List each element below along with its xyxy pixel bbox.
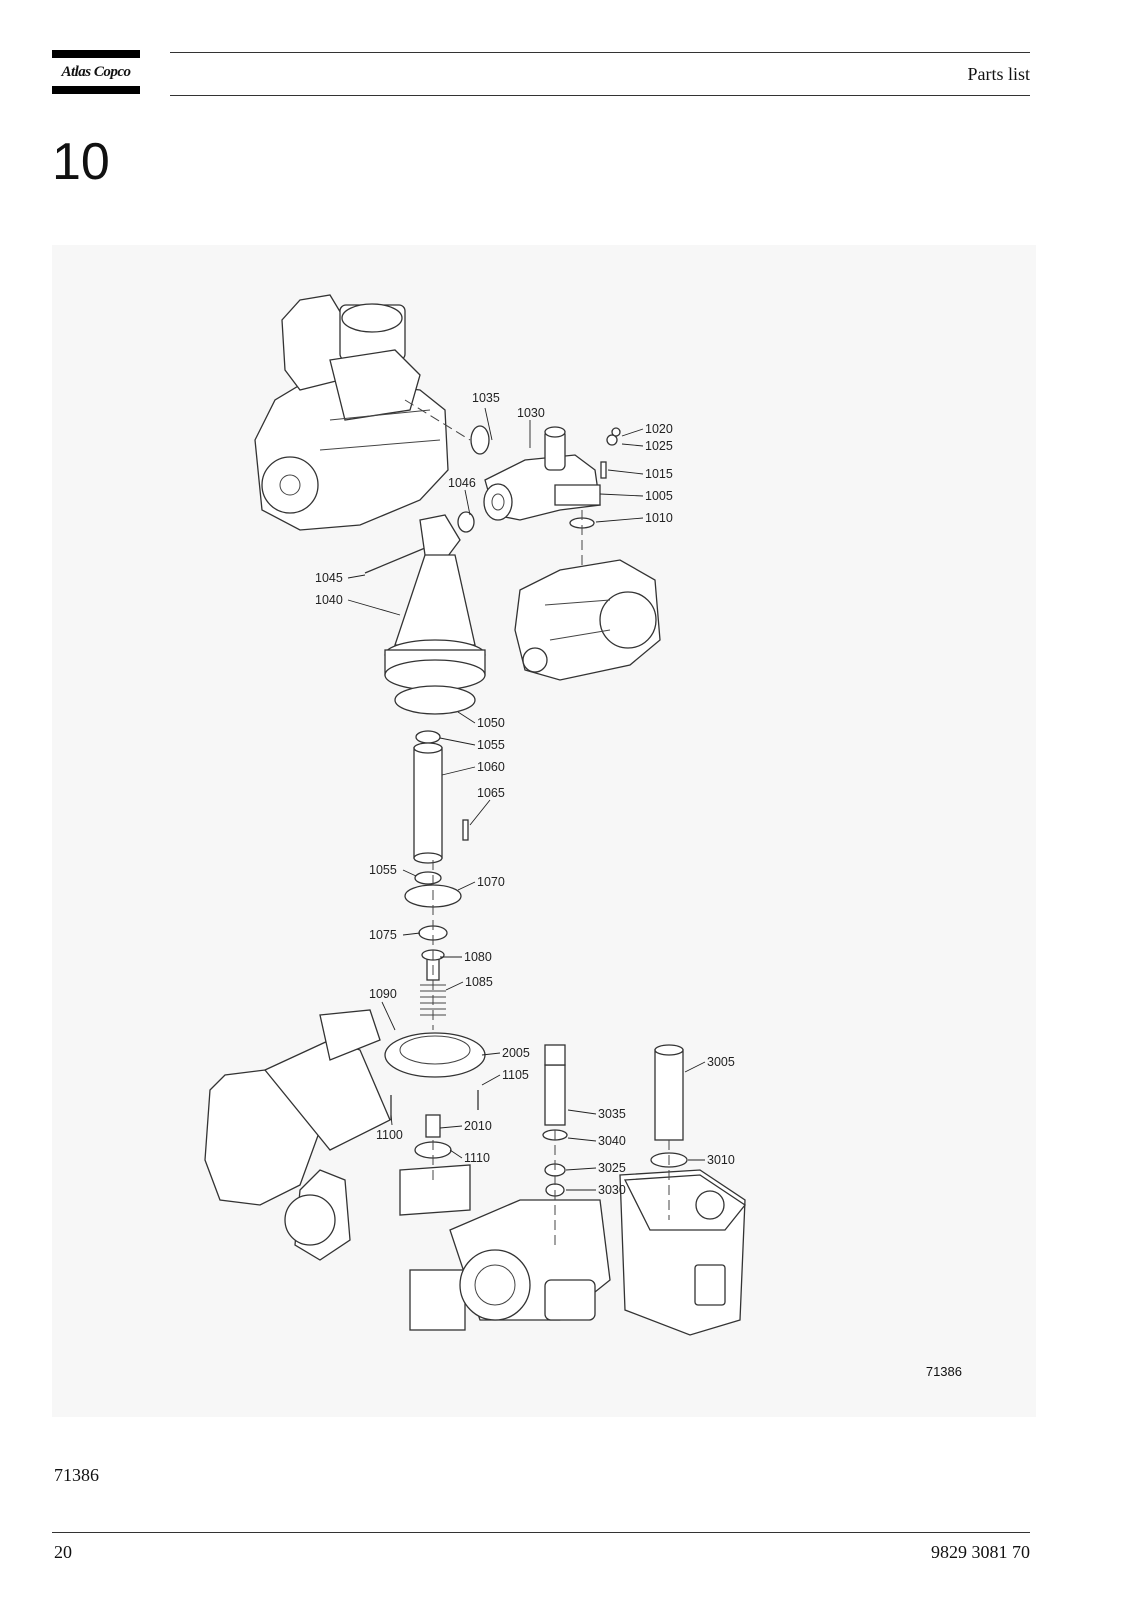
logo-bar-top (52, 50, 140, 58)
figure-image-number: 71386 (925, 1364, 962, 1379)
callout-1060: 1060 (477, 760, 505, 774)
exploded-parts-drawing: 1035 1030 1020 1025 1015 1005 1010 1046 … (52, 245, 1036, 1417)
callout-3010: 3010 (707, 1153, 735, 1167)
logo-wordmark: Atlas Copco (61, 64, 131, 80)
document-number: 9829 3081 70 (931, 1542, 1030, 1562)
callout-1010: 1010 (645, 511, 673, 525)
callout-1075: 1075 (369, 928, 397, 942)
callout-1100: 1100 (376, 1128, 403, 1142)
callout-1105: 1105 (502, 1068, 529, 1082)
callout-3030: 3030 (598, 1183, 626, 1197)
outlet-pipe-assembly (404, 399, 621, 575)
footer-rule (52, 1532, 1030, 1533)
callout-3005: 3005 (707, 1055, 735, 1069)
callout-1090: 1090 (369, 987, 397, 1001)
callout-1025: 1025 (645, 439, 673, 453)
callout-3035: 3035 (598, 1107, 626, 1121)
callout-3040: 3040 (598, 1134, 626, 1148)
page-number: 20 (54, 1542, 72, 1562)
compressor-middle-right (514, 559, 661, 681)
callout-1040: 1040 (315, 593, 343, 607)
callout-1046: 1046 (448, 476, 476, 490)
callout-1030: 1030 (517, 406, 545, 420)
callout-1055-upper: 1055 (477, 738, 505, 752)
header-rule-top (170, 52, 1030, 53)
chapter-number: 10 (52, 133, 110, 191)
callout-1110: 1110 (464, 1151, 490, 1165)
figure-caption: 71386 (54, 1465, 99, 1485)
callout-1080: 1080 (464, 950, 492, 964)
logo-bar-bottom (52, 86, 140, 94)
callout-1070: 1070 (477, 875, 505, 889)
callout-1085: 1085 (465, 975, 493, 989)
callout-2005: 2005 (502, 1046, 530, 1060)
callout-1015: 1015 (645, 467, 673, 481)
header-rule-bottom (170, 95, 1030, 96)
drawing-svg: 1035 1030 1020 1025 1015 1005 1010 1046 … (204, 294, 746, 1336)
callout-2010: 2010 (464, 1119, 492, 1133)
section-title: Parts list (967, 64, 1030, 84)
callout-1035: 1035 (472, 391, 500, 405)
callout-1005: 1005 (645, 489, 673, 503)
atlas-copco-logo: Atlas Copco (52, 50, 140, 94)
callout-1055-lower: 1055 (369, 863, 397, 877)
compressor-top-left (254, 294, 449, 531)
callout-1065: 1065 (477, 786, 505, 800)
callout-leaders (347, 407, 706, 1191)
main-assembly-bottom (204, 860, 746, 1336)
callout-3025: 3025 (598, 1161, 626, 1175)
callout-1045: 1045 (315, 571, 343, 585)
callout-labels: 1035 1030 1020 1025 1015 1005 1010 1046 … (315, 391, 735, 1197)
callout-1020: 1020 (645, 422, 673, 436)
callout-1050: 1050 (477, 716, 505, 730)
